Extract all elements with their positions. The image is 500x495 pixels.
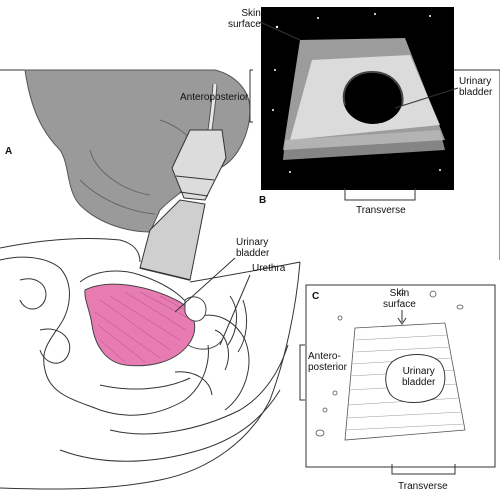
panel-c-leaders [299, 310, 456, 475]
antero-posterior-label-c: Antero- posterior [308, 351, 347, 373]
transverse-label-b: Transverse [356, 205, 406, 216]
ultrasound-tracing-c [315, 289, 466, 441]
urinary-bladder-label-c-line1: Urinary [402, 366, 435, 377]
skin-surface-label-b-line2: surface [228, 19, 261, 30]
skin-surface-label-b-line1: Skin [241, 8, 261, 19]
panel-a-leaders [174, 69, 253, 346]
urinary-bladder-label-a: Urinary bladder [236, 237, 269, 259]
ultrasound-probe [139, 83, 227, 281]
skin-surface-label-c-line1: Skin [389, 288, 410, 299]
urinary-bladder-label-b-line2: bladder [459, 87, 493, 98]
ultrasound-image-b [261, 7, 454, 190]
bladder-illustration [84, 283, 223, 367]
antero-posterior-label-c-line2: posterior [308, 362, 347, 373]
panel-label-b: B [259, 195, 267, 206]
urinary-bladder-label-c-line2: bladder [402, 377, 436, 388]
antero-posterior-label-c-line1: Antero- [308, 351, 341, 362]
anteroposterior-label: Anteroposterior [180, 92, 249, 103]
panel-label-a: A [5, 146, 13, 157]
urinary-bladder-label-a-line1: Urinary [236, 237, 269, 248]
transverse-label-c: Transverse [398, 481, 448, 492]
urinary-bladder-label-b: Urinary bladder [459, 76, 492, 98]
urethra-label: Urethra [252, 263, 286, 274]
skin-surface-label-c-line2: surface [383, 299, 416, 310]
skin-surface-label-c: Skin surface [383, 288, 416, 310]
urinary-bladder-label-a-line2: bladder [236, 248, 270, 259]
skin-surface-label-b: Skin surface [228, 8, 261, 30]
panel-label-c: C [312, 291, 320, 302]
urinary-bladder-label-c: Urinary bladder [402, 366, 435, 388]
urinary-bladder-label-b-line1: Urinary [459, 76, 492, 87]
panel-b-leaders [259, 21, 459, 201]
